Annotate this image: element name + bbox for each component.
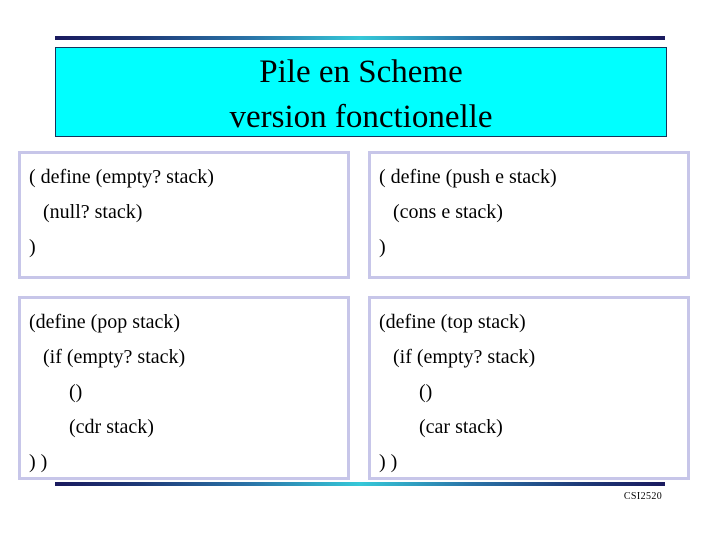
code-box-empty: ( define (empty? stack) (null? stack) ) — [18, 151, 350, 279]
slide-title-line-2: version fonctionelle — [229, 99, 493, 135]
code-line: (define (pop stack) — [29, 311, 181, 333]
code-line: (define (top stack) — [379, 311, 526, 333]
title-banner: Pile en Scheme version fonctionelle — [55, 47, 667, 137]
code-line: ( define (empty? stack) — [29, 166, 214, 188]
code-line: ( define (push e stack) — [379, 166, 557, 188]
code-line: ) — [29, 236, 36, 258]
slide-title-line-1: Pile en Scheme — [259, 54, 463, 90]
code-line: ) ) — [379, 451, 398, 473]
code-line: ) — [379, 236, 386, 258]
code-line: (car stack) — [419, 416, 503, 438]
code-line: (null? stack) — [43, 201, 143, 223]
code-line: () — [69, 381, 83, 403]
code-line: () — [419, 381, 433, 403]
code-box-push: ( define (push e stack) (cons e stack) ) — [368, 151, 690, 279]
code-line: ) ) — [29, 451, 48, 473]
code-line: (cdr stack) — [69, 416, 154, 438]
code-line: (if (empty? stack) — [393, 346, 536, 368]
decorative-rule-top — [55, 36, 665, 40]
decorative-rule-bottom — [55, 482, 665, 486]
code-box-pop: (define (pop stack) (if (empty? stack) (… — [18, 296, 350, 480]
code-line: (cons e stack) — [393, 201, 503, 223]
code-line: (if (empty? stack) — [43, 346, 186, 368]
footer-course-code: CSI2520 — [623, 491, 663, 502]
code-box-top: (define (top stack) (if (empty? stack) (… — [368, 296, 690, 480]
